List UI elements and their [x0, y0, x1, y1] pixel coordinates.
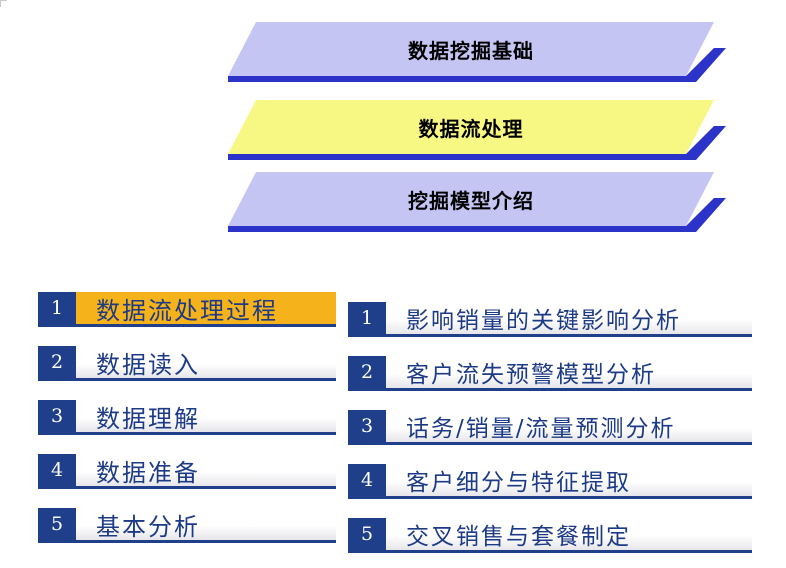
number-badge: 4	[38, 454, 76, 486]
menu-item-label: 交叉销售与套餐制定	[386, 518, 752, 550]
left-menu-item-3[interactable]: 3 数据理解	[38, 396, 336, 438]
banner-shape	[228, 22, 726, 82]
number-badge: 3	[38, 400, 76, 432]
banner-data-mining-basics[interactable]: 数据挖掘基础	[228, 22, 726, 82]
number-badge: 5	[38, 508, 76, 540]
menu-item-label: 数据读入	[76, 346, 336, 379]
banner-label: 数据流处理	[418, 116, 524, 141]
underline-rule	[348, 496, 752, 499]
left-menu: 1 数据流处理过程 2 数据读入 3 数据理解 4 数据准备 5 基本分析	[38, 288, 336, 558]
underline-rule	[348, 442, 752, 445]
underline-rule	[348, 388, 752, 391]
left-menu-item-1[interactable]: 1 数据流处理过程	[38, 288, 336, 330]
number-badge: 1	[38, 292, 76, 324]
right-menu-item-2[interactable]: 2 客户流失预警模型分析	[348, 352, 752, 394]
left-menu-item-4[interactable]: 4 数据准备	[38, 450, 336, 492]
menu-item-label: 客户流失预警模型分析	[386, 356, 752, 388]
underline-rule	[348, 334, 752, 337]
number-badge: 5	[348, 518, 386, 550]
menu-item-label: 影响销量的关键影响分析	[386, 302, 752, 334]
right-menu-item-3[interactable]: 3 话务/销量/流量预测分析	[348, 406, 752, 448]
right-menu: 1 影响销量的关键影响分析 2 客户流失预警模型分析 3 话务/销量/流量预测分…	[348, 298, 752, 568]
banner-label: 数据挖掘基础	[408, 38, 534, 63]
underline-rule	[38, 378, 336, 381]
menu-item-label: 数据准备	[76, 454, 336, 487]
underline-rule	[348, 550, 752, 553]
corner-mark	[0, 0, 7, 7]
banner-shape	[228, 100, 726, 160]
menu-item-label: 客户细分与特征提取	[386, 464, 752, 496]
number-badge: 2	[38, 346, 76, 378]
right-menu-item-1[interactable]: 1 影响销量的关键影响分析	[348, 298, 752, 340]
menu-item-label: 数据流处理过程	[76, 292, 336, 325]
right-menu-item-5[interactable]: 5 交叉销售与套餐制定	[348, 514, 752, 556]
number-badge: 3	[348, 410, 386, 442]
menu-item-label: 基本分析	[76, 508, 336, 541]
underline-rule	[38, 324, 336, 327]
banner-label: 挖掘模型介绍	[408, 188, 534, 213]
underline-rule	[38, 486, 336, 489]
right-menu-item-4[interactable]: 4 客户细分与特征提取	[348, 460, 752, 502]
banner-data-stream-processing[interactable]: 数据流处理	[228, 100, 726, 160]
underline-rule	[38, 432, 336, 435]
number-badge: 1	[348, 302, 386, 334]
left-menu-item-2[interactable]: 2 数据读入	[38, 342, 336, 384]
left-menu-item-5[interactable]: 5 基本分析	[38, 504, 336, 546]
number-badge: 4	[348, 464, 386, 496]
menu-item-label: 数据理解	[76, 400, 336, 433]
underline-rule	[38, 540, 336, 543]
number-badge: 2	[348, 356, 386, 388]
menu-item-label: 话务/销量/流量预测分析	[386, 410, 752, 442]
banner-shape	[228, 172, 726, 232]
banner-mining-model-intro[interactable]: 挖掘模型介绍	[228, 172, 726, 232]
